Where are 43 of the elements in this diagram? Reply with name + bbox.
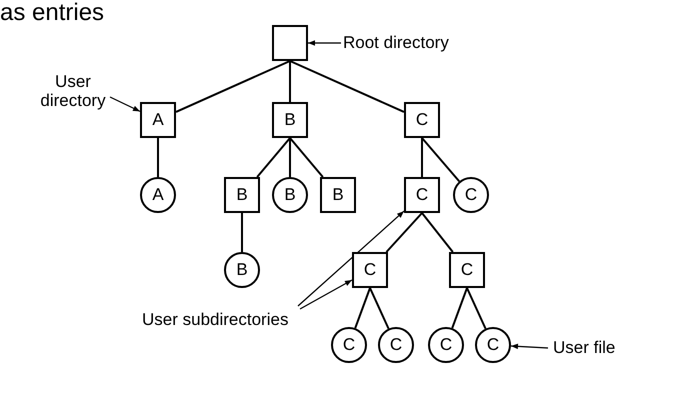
directory-box: B: [272, 102, 308, 138]
file-circle: C: [453, 177, 489, 213]
file-circle: B: [272, 177, 308, 213]
directory-box: C: [404, 102, 440, 138]
tree-connector: [289, 61, 291, 102]
tree-connector: [256, 137, 291, 178]
tree-connector: [421, 138, 423, 177]
file-circle: C: [475, 327, 511, 363]
callout-label: User subdirectories: [142, 310, 342, 329]
callout-label: Root directory: [343, 33, 493, 52]
tree-connector: [289, 137, 324, 178]
directory-box: B: [224, 177, 260, 213]
directory-box: C: [449, 252, 485, 288]
callout-label: User file: [553, 338, 653, 357]
tree-connector: [421, 137, 460, 182]
tree-connector: [290, 60, 404, 113]
tree-connector: [369, 288, 390, 330]
heading-text: as entries: [0, 0, 104, 26]
callout-label: User directory: [28, 72, 118, 110]
tree-connector: [157, 138, 159, 177]
file-circle: C: [378, 327, 414, 363]
leader-line: [298, 210, 404, 306]
file-circle: B: [224, 252, 260, 288]
leader-line: [110, 96, 140, 112]
directory-box: [272, 25, 308, 61]
file-circle: A: [140, 177, 176, 213]
tree-connector: [176, 60, 290, 113]
leader-line: [300, 280, 352, 310]
file-circle: C: [428, 327, 464, 363]
tree-connector: [421, 212, 454, 253]
directory-box: B: [320, 177, 356, 213]
directory-box: A: [140, 102, 176, 138]
leader-line: [510, 344, 548, 350]
tree-connector: [354, 288, 371, 328]
tree-connector: [241, 213, 243, 252]
directory-box: C: [404, 177, 440, 213]
tree-connector: [451, 288, 468, 328]
file-circle: C: [331, 327, 367, 363]
tree-connector: [289, 138, 291, 177]
directory-box: C: [352, 252, 388, 288]
tree-connector: [386, 212, 423, 253]
leader-line: [308, 40, 341, 46]
tree-connector: [466, 288, 486, 330]
